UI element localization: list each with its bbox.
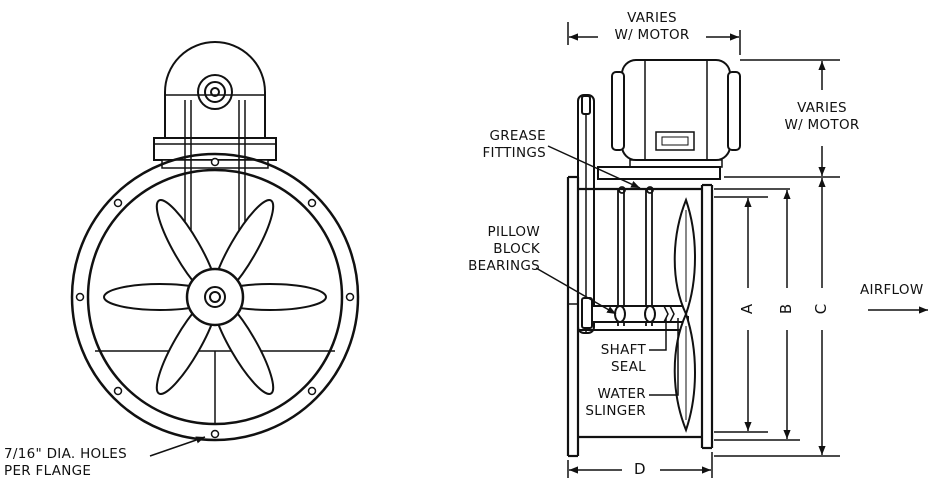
flange-holes xyxy=(75,157,355,439)
dim-b-label: B xyxy=(777,303,796,315)
pillow-line2: BLOCK xyxy=(493,241,540,257)
shaft-seal-label: SHAFT SEAL xyxy=(574,342,646,376)
pillow-line1: PILLOW xyxy=(487,224,540,240)
front-view xyxy=(70,41,360,457)
airflow-label: AIRFLOW xyxy=(860,282,924,298)
shaft-line1: SHAFT xyxy=(600,342,646,358)
pillow-block-bearings-label: PILLOW BLOCK BEARINGS xyxy=(436,224,540,275)
dim-d-label: D xyxy=(634,460,646,478)
varies-right-label: VARIES W/ MOTOR xyxy=(774,100,870,134)
water-line2: SLINGER xyxy=(585,403,646,419)
varies-top-label: VARIES W/ MOTOR xyxy=(600,10,704,44)
holes-line1: 7/16" DIA. HOLES xyxy=(4,446,127,462)
grease-line2: FITTINGS xyxy=(482,145,546,161)
varies-right-line2: W/ MOTOR xyxy=(784,117,860,133)
pillow-line3: BEARINGS xyxy=(468,258,540,274)
varies-right-line1: VARIES xyxy=(797,100,847,116)
propeller-side xyxy=(673,197,696,433)
housing xyxy=(566,175,714,458)
dim-c-label: C xyxy=(812,303,831,315)
belt-guard xyxy=(568,94,689,334)
varies-top-line2: W/ MOTOR xyxy=(614,27,690,43)
water-slinger-label: WATER SLINGER xyxy=(566,386,646,420)
dim-a-label: A xyxy=(738,303,757,315)
front-flange-outer xyxy=(70,152,360,442)
bearing-stands xyxy=(617,186,654,326)
shaft-line2: SEAL xyxy=(610,359,646,375)
grease-fittings-label: GREASE FITTINGS xyxy=(440,128,546,162)
shaft xyxy=(585,305,687,323)
water-line1: WATER xyxy=(597,386,646,402)
fan-hub xyxy=(185,267,245,327)
holes-line2: PER FLANGE xyxy=(4,463,92,479)
varies-top-line1: VARIES xyxy=(627,10,677,26)
side-view xyxy=(535,22,928,478)
front-motor xyxy=(164,41,266,138)
flange-holes-label: 7/16" DIA. HOLES PER FLANGE xyxy=(4,446,127,480)
side-motor xyxy=(611,59,741,168)
grease-line1: GREASE xyxy=(489,128,546,144)
